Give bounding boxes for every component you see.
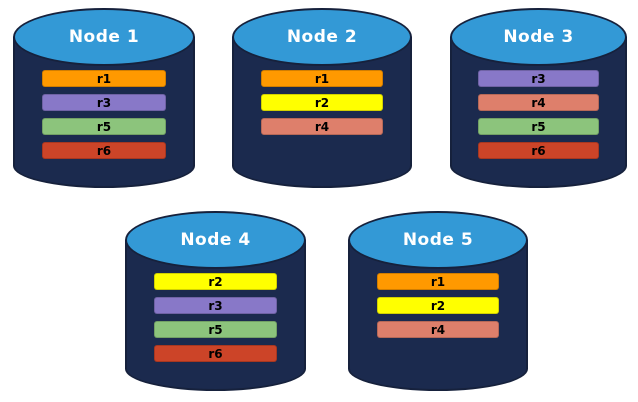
database-cylinder-1[interactable]: r1 r3 r5 r6 Node 1: [13, 8, 195, 188]
record-bar[interactable]: r6: [478, 142, 599, 159]
record-bar[interactable]: r1: [376, 273, 500, 290]
node-label: Node 3: [503, 27, 574, 47]
cylinder-top-2: Node 2: [232, 8, 412, 66]
node-label: Node 2: [286, 27, 358, 47]
record-bar[interactable]: r1: [260, 70, 384, 87]
cylinder-top-3: Node 3: [450, 8, 627, 66]
record-bar[interactable]: r2: [260, 94, 384, 111]
database-cylinder-3[interactable]: r3 r4 r5 r6 Node 3: [450, 8, 627, 188]
cylinder-top-5: Node 5: [348, 211, 528, 269]
cylinder-top-4: Node 4: [125, 211, 306, 269]
record-list-2: r1 r2 r4: [232, 70, 412, 135]
record-bar[interactable]: r4: [376, 321, 500, 338]
database-cylinder-4[interactable]: r2 r3 r5 r6 Node 4: [125, 211, 306, 391]
record-bar[interactable]: r4: [260, 118, 384, 135]
record-bar[interactable]: r1: [42, 70, 166, 87]
database-cylinder-5[interactable]: r1 r2 r4 Node 5: [348, 211, 528, 391]
record-bar[interactable]: r3: [153, 297, 278, 314]
cylinder-body-4: [125, 240, 306, 391]
cylinder-body-5: [348, 240, 528, 391]
record-bar[interactable]: r3: [42, 94, 166, 111]
record-bar[interactable]: r2: [153, 273, 278, 290]
record-list-4: r2 r3 r5 r6: [125, 273, 306, 362]
node-label: Node 4: [180, 230, 251, 250]
record-list-5: r1 r2 r4: [348, 273, 528, 338]
cylinder-top-1: Node 1: [13, 8, 195, 66]
node-label: Node 5: [402, 230, 474, 250]
record-bar[interactable]: r5: [42, 118, 166, 135]
record-bar[interactable]: r5: [478, 118, 599, 135]
record-list-1: r1 r3 r5 r6: [13, 70, 195, 159]
database-cylinder-2[interactable]: r1 r2 r4 Node 2: [232, 8, 412, 188]
node-label: Node 1: [68, 27, 140, 47]
record-bar[interactable]: r5: [153, 321, 278, 338]
record-bar[interactable]: r4: [478, 94, 599, 111]
record-bar[interactable]: r3: [478, 70, 599, 87]
record-bar[interactable]: r6: [153, 345, 278, 362]
record-list-3: r3 r4 r5 r6: [450, 70, 627, 159]
record-bar[interactable]: r2: [376, 297, 500, 314]
record-bar[interactable]: r6: [42, 142, 166, 159]
